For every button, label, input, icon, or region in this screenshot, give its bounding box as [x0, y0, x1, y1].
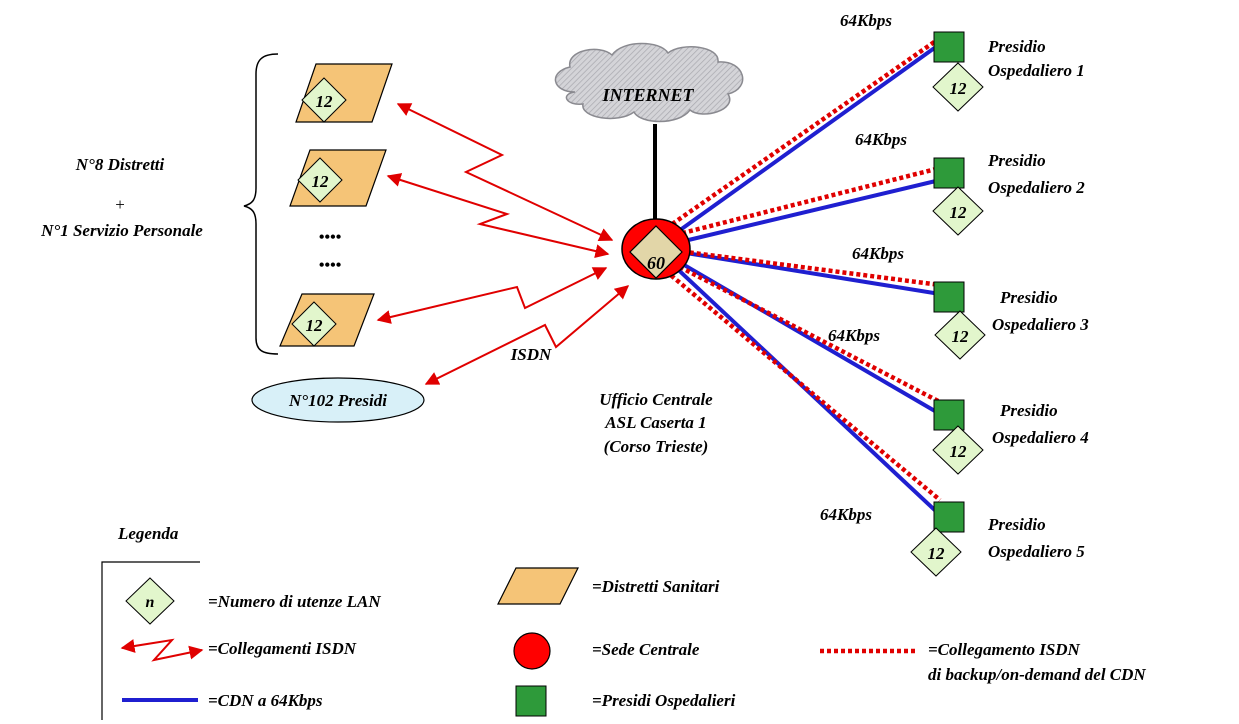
hospital-3: 12 Presidio Ospedaliero 3 64Kbps — [852, 244, 1089, 360]
central-diamond — [629, 225, 683, 279]
central-title-line-2: ASL Caserta 1 — [604, 413, 706, 432]
lan-badge — [301, 77, 347, 123]
hospital-badge: 12 — [950, 442, 968, 461]
backup-line-4 — [653, 252, 942, 404]
central-title-line-1: Ufficio Centrale — [599, 390, 713, 409]
speed-label: 64Kbps — [840, 11, 892, 30]
isdn-arrow-district-3 — [376, 267, 608, 324]
lan-badge — [934, 310, 986, 360]
district-1: 12 — [295, 63, 393, 123]
district-brace — [243, 53, 279, 355]
presidi-ellipse: N°102 Presidi — [251, 377, 425, 423]
central-office: 60 — [621, 218, 691, 280]
district-dots-2: •••• — [319, 257, 342, 274]
legend-cdn: =CDN a 64Kbps — [208, 691, 323, 710]
district-badge: 12 — [316, 92, 334, 111]
backup-line-5 — [653, 260, 942, 502]
legend-frame — [101, 561, 200, 720]
legend-n-badge: n — [146, 594, 155, 611]
lan-badge — [910, 527, 962, 577]
isdn-arrow-presidi — [424, 285, 630, 385]
presidi-label: N°102 Presidi — [288, 391, 387, 410]
legend-central: =Sede Centrale — [592, 640, 700, 659]
central-badge: 60 — [647, 253, 665, 273]
hospital-square — [933, 281, 965, 313]
internet-cloud: INTERNET — [554, 42, 744, 123]
hospital-line-2: Ospedaliero 2 — [988, 178, 1085, 197]
hospital-badge: 12 — [952, 327, 970, 346]
hospital-line-1: Presidio — [999, 288, 1058, 307]
lan-badge — [932, 186, 984, 236]
legend-central-icon — [513, 632, 551, 670]
backup-line-2 — [654, 165, 941, 243]
internet-label: INTERNET — [601, 85, 694, 105]
isdn-arrows — [376, 103, 630, 385]
district-badge: 12 — [306, 316, 324, 335]
speed-label: 64Kbps — [828, 326, 880, 345]
hospital-badge: 12 — [928, 544, 946, 563]
isdn-label: ISDN — [510, 345, 552, 364]
hospital-line-2: Ospedaliero 4 — [992, 428, 1089, 447]
lan-badge — [932, 425, 984, 475]
cdn-line-2 — [654, 178, 941, 250]
hospital-square — [933, 31, 965, 63]
central-title-line-3: (Corso Trieste) — [604, 437, 709, 456]
hospital-line-1: Presidio — [999, 401, 1058, 420]
brace-line-1: N°8 Distretti — [75, 155, 165, 174]
district-dots-1: •••• — [319, 229, 342, 246]
hospital-1: 12 Presidio Ospedaliero 1 64Kbps — [840, 11, 1085, 112]
cdn-line-4 — [653, 246, 942, 416]
hospital-square — [933, 501, 965, 533]
legend-isdn-icon — [120, 638, 204, 662]
hospital-badge: 12 — [950, 79, 968, 98]
brace-line-3: N°1 Servizio Personale — [40, 221, 203, 240]
legend-hospital-icon — [515, 685, 547, 717]
district-2: 12 — [289, 149, 387, 207]
hospital-2: 12 Presidio Ospedaliero 2 64Kbps — [855, 130, 1085, 236]
hospital-line-1: Presidio — [987, 37, 1046, 56]
legend-backup-line-2: di backup/on-demand del CDN — [928, 665, 1146, 684]
speed-label: 64Kbps — [820, 505, 872, 524]
backup-line-3 — [654, 245, 941, 288]
isdn-arrow-district-1 — [396, 103, 614, 242]
legend-lan-icon — [125, 577, 175, 625]
lan-badge — [291, 301, 337, 347]
legend-districts: =Distretti Sanitari — [592, 577, 720, 596]
lan-badge — [297, 157, 343, 203]
legend-backup-line-1: =Collegamento ISDN — [928, 640, 1081, 659]
speed-label: 64Kbps — [852, 244, 904, 263]
hospital-square — [933, 399, 965, 431]
district-3: 12 — [279, 293, 375, 347]
hospital-line-1: Presidio — [987, 151, 1046, 170]
backup-line-1 — [653, 36, 942, 238]
legend-title: Legenda — [117, 524, 179, 543]
isdn-arrow-district-2 — [386, 173, 610, 258]
legend-district-icon — [497, 567, 579, 605]
legend-hospitals: =Presidi Ospedalieri — [592, 691, 736, 710]
hospital-square — [933, 157, 965, 189]
cdn-line-3 — [654, 246, 941, 296]
hospital-5: 12 Presidio Ospedaliero 5 64Kbps — [820, 501, 1085, 577]
hospital-4: 12 Presidio Ospedaliero 4 64Kbps — [828, 326, 1089, 475]
lan-badge — [932, 62, 984, 112]
hospital-line-1: Presidio — [987, 515, 1046, 534]
hospital-line-2: Ospedaliero 5 — [988, 542, 1085, 561]
cdn-line-1 — [653, 42, 942, 250]
hospital-line-2: Ospedaliero 1 — [988, 61, 1085, 80]
legend-lan-users: =Numero di utenze LAN — [208, 592, 381, 611]
district-badge: 12 — [312, 172, 330, 191]
brace-line-2: + — [115, 195, 125, 214]
speed-label: 64Kbps — [855, 130, 907, 149]
hospital-badge: 12 — [950, 203, 968, 222]
legend: Legenda n =Numero di utenze LAN =Collega… — [101, 524, 1146, 720]
hospital-line-2: Ospedaliero 3 — [992, 315, 1089, 334]
legend-isdn-links: =Collegamenti ISDN — [208, 639, 357, 658]
backup-lines — [653, 36, 942, 502]
